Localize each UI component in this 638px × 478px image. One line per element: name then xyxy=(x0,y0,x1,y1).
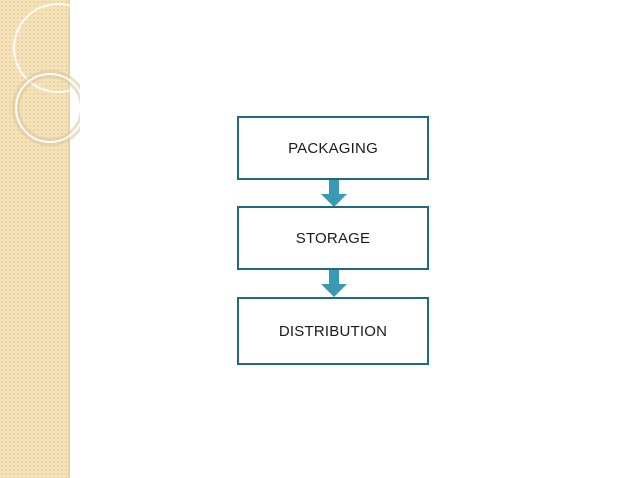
step-distribution-label: DISTRIBUTION xyxy=(278,322,388,340)
down-arrow-icon xyxy=(321,270,347,297)
side-strip-edge xyxy=(68,0,70,478)
step-storage: STORAGE xyxy=(237,206,429,270)
step-storage-label: STORAGE xyxy=(295,229,371,247)
down-arrow-icon xyxy=(321,180,347,207)
step-packaging: PACKAGING xyxy=(237,116,429,180)
decorative-rings xyxy=(12,3,80,146)
step-packaging-label: PACKAGING xyxy=(288,139,378,157)
step-distribution: DISTRIBUTION xyxy=(237,297,429,365)
